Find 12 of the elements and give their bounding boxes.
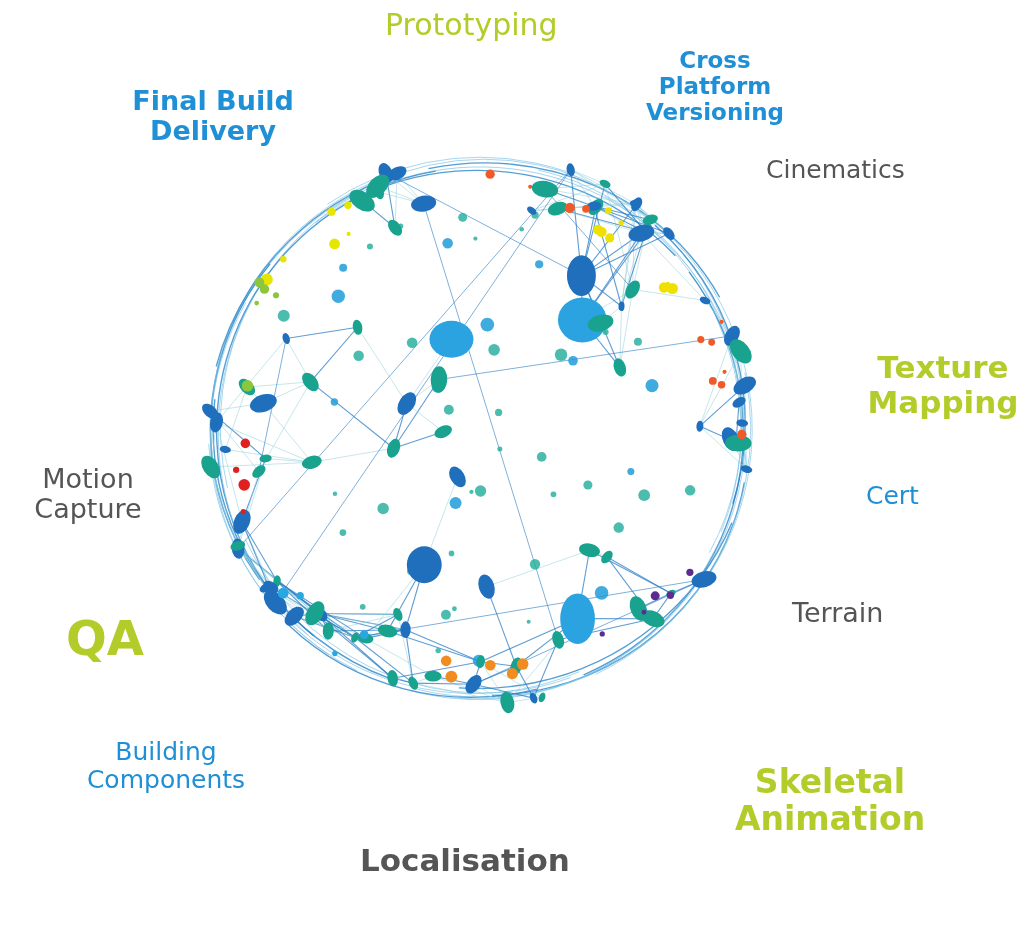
topic-label: Cinematics: [766, 156, 906, 184]
topic-label: Motion Capture: [33, 464, 143, 525]
topic-label: QA: [66, 612, 145, 666]
topic-label: Prototyping: [385, 8, 559, 42]
topic-label: Cert: [866, 482, 920, 510]
topic-label: Cross Platform Versioning: [645, 48, 785, 126]
topic-label: Skeletal Animation: [733, 764, 927, 838]
topic-label: Building Components: [85, 738, 247, 794]
topic-label: Texture Mapping: [866, 350, 1020, 420]
topic-label: Terrain: [792, 598, 885, 629]
topic-label: Final Build Delivery: [131, 86, 295, 147]
topic-label: Localisation: [360, 843, 571, 878]
